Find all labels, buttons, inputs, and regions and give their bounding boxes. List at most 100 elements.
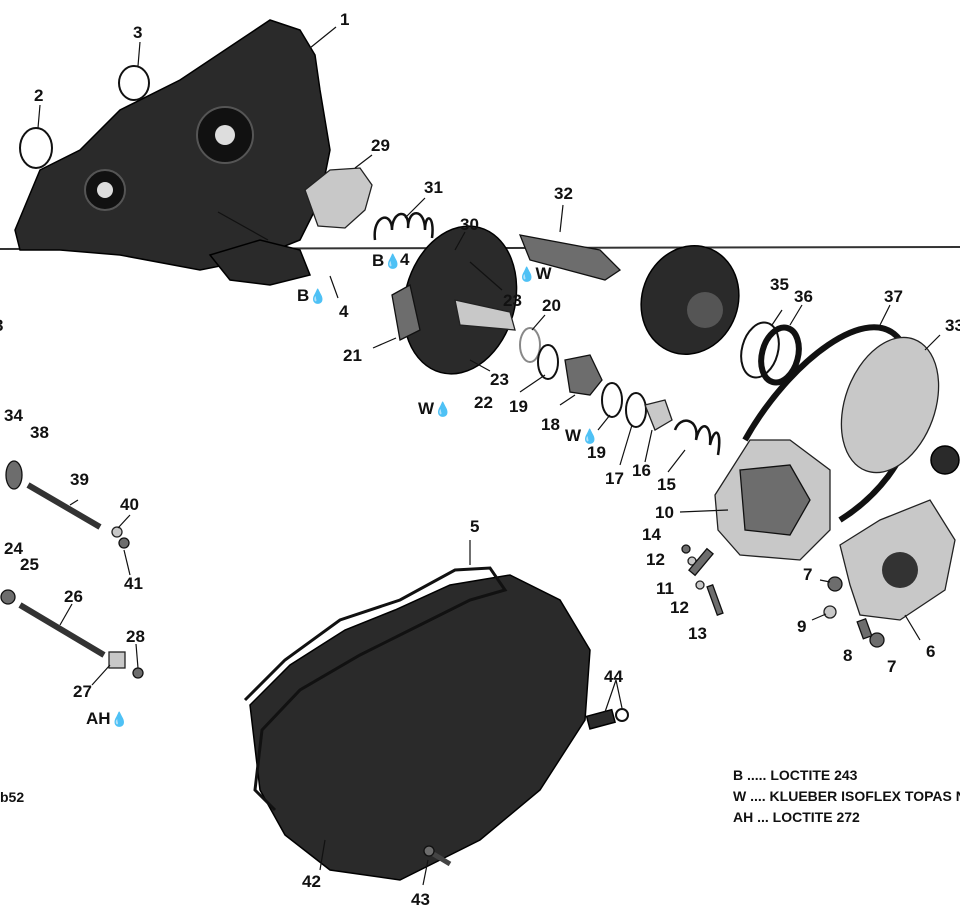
part-16 (644, 399, 673, 431)
callout-18: 18 (541, 415, 560, 434)
callout-7-lower: 7 (887, 657, 896, 676)
marker-w-18: W💧 (565, 426, 598, 445)
part-33 (840, 336, 940, 474)
part-sheave (640, 245, 740, 355)
callout-6: 6 (926, 642, 935, 661)
callout-28: 28 (126, 627, 145, 646)
part-21 (391, 284, 421, 341)
callout-12-upper: 12 (646, 550, 665, 569)
part-44-ring (615, 708, 629, 722)
callout-14: 14 (642, 525, 661, 544)
part-20-ring (519, 327, 541, 363)
part-18-bushing (564, 354, 603, 396)
callout-42: 42 (302, 872, 321, 891)
legend-line-ah: AH ... LOCTITE 272 (733, 809, 860, 825)
callout-27: 27 (73, 682, 92, 701)
marker-b-lower: B💧 (297, 286, 327, 305)
part-27 (108, 651, 126, 669)
part-43-head (423, 845, 435, 857)
callout-30: 30 (460, 215, 479, 234)
callout-13: 13 (688, 624, 707, 643)
callout-31: 31 (424, 178, 443, 197)
part-10-core (739, 464, 811, 536)
part-40 (111, 526, 123, 538)
callout-10: 10 (655, 503, 674, 522)
part-11 (688, 547, 714, 577)
part-inner-cover (14, 19, 331, 271)
part-7-b (869, 632, 885, 648)
legend: B ..... LOCTITE 243 W .... KLUEBER ISOFL… (733, 767, 960, 825)
callout-9: 9 (797, 617, 806, 636)
part-o-ring-3 (118, 65, 150, 101)
part-26-pin (18, 602, 106, 658)
callout-11: 11 (656, 579, 674, 598)
callout-12-lower: 12 (670, 598, 689, 617)
figure-id: b52 (0, 789, 24, 805)
callout-4-upper: 4 (400, 250, 410, 269)
part-o-ring-2 (19, 127, 53, 169)
part-28 (132, 667, 144, 679)
callout-41: 41 (124, 574, 143, 593)
part-12-b (695, 580, 705, 590)
cover-bore-left-hole (97, 182, 113, 198)
part-44-plug (585, 708, 616, 730)
part-19-washer-b (601, 382, 623, 418)
marker-ah-28: AH💧 (86, 709, 128, 728)
callout-40: 40 (120, 495, 139, 514)
callout-44: 44 (604, 667, 623, 686)
part-31-spring (373, 212, 434, 241)
sheave-hub (687, 292, 723, 328)
callout-25: 25 (20, 555, 39, 574)
callout-8: 8 (843, 646, 852, 665)
part-35-ring (740, 321, 780, 379)
callout-35: 35 (770, 275, 789, 294)
marker-b-upper: B💧 (372, 251, 402, 270)
callout-43: 43 (411, 890, 430, 909)
part-32-shaft (518, 234, 622, 281)
callout-37: 37 (884, 287, 903, 306)
part-29 (304, 167, 373, 229)
callout-19-right: 19 (587, 443, 606, 462)
callout-15: 15 (657, 475, 676, 494)
part-36-roller-cage (758, 324, 802, 386)
callout-36: 36 (794, 287, 813, 306)
callout-39: 39 (70, 470, 89, 489)
leader-lines (37, 26, 941, 886)
callout-34: 34 (4, 406, 23, 425)
callout-17: 17 (605, 469, 624, 488)
part-14 (681, 544, 691, 554)
callout-5: 5 (470, 517, 479, 536)
part-30-shaft (454, 299, 516, 331)
callout-3-edge: 3 (0, 316, 3, 335)
callout-3: 3 (133, 23, 142, 42)
part-42-outer-cover (249, 574, 591, 881)
callout-1: 1 (340, 10, 349, 29)
callout-38: 38 (30, 423, 49, 442)
callout-7-upper: 7 (803, 565, 812, 584)
legend-line-b: B ..... LOCTITE 243 (733, 767, 858, 783)
callout-19-left: 19 (509, 397, 528, 416)
part-39-pin (26, 482, 102, 530)
callout-23-upper: 23 (503, 291, 522, 310)
callout-23-lower: 23 (490, 370, 509, 389)
callout-2: 2 (34, 86, 43, 105)
callout-29: 29 (371, 136, 390, 155)
part-34-right (930, 445, 960, 475)
callout-33: 33 (945, 316, 960, 335)
callout-21: 21 (343, 346, 362, 365)
part-15-spring (673, 419, 721, 456)
callout-20: 20 (542, 296, 561, 315)
cover-bore-right-hole (215, 125, 235, 145)
part-41 (118, 537, 130, 549)
callout-32: 32 (554, 184, 573, 203)
part-7-a (827, 576, 843, 592)
marker-w-30: 💧W (518, 264, 552, 283)
part-25 (0, 589, 16, 605)
part-17-ring (625, 392, 647, 428)
marker-w-22: W💧 (418, 399, 451, 418)
part-9 (823, 605, 837, 619)
part-38-washer (5, 460, 23, 490)
part-13 (706, 584, 724, 616)
callout-24: 24 (4, 539, 23, 558)
